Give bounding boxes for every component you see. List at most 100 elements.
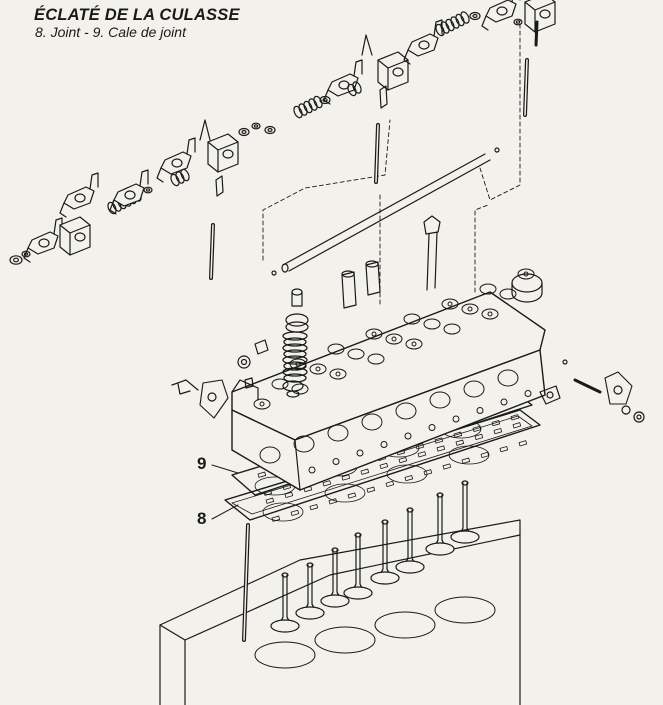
diagram-subtitle: 8. Joint - 9. Cale de joint xyxy=(35,24,186,41)
rocker-arm xyxy=(403,19,443,65)
gasket-hole xyxy=(398,457,408,464)
gasket-hole xyxy=(434,437,444,444)
seat-center xyxy=(467,306,473,312)
seat-center xyxy=(391,336,397,342)
washer-hole xyxy=(267,127,273,133)
gasket-hole xyxy=(385,480,395,487)
seat-center xyxy=(487,311,493,317)
gasket-hole xyxy=(518,440,528,447)
valve-seat xyxy=(367,353,385,365)
rocker-arm xyxy=(109,169,149,215)
engine-block xyxy=(159,519,521,705)
head-bolt-hole xyxy=(308,466,316,474)
head-bolt-hole xyxy=(380,441,388,448)
valve-seat xyxy=(309,363,327,375)
valve-seat xyxy=(365,328,383,340)
gasket-hole xyxy=(510,414,520,421)
gasket-hole xyxy=(263,489,273,496)
block-cylinder-bores xyxy=(254,596,496,669)
shaft-spring-coil xyxy=(440,21,450,34)
washer xyxy=(251,122,261,130)
spring-coil xyxy=(283,349,307,359)
gasket-hole xyxy=(436,445,446,452)
callout-8-label: 8 xyxy=(197,509,206,528)
head-port xyxy=(259,446,281,464)
gasket-hole xyxy=(360,468,370,475)
shaft-spring-coil xyxy=(293,105,303,119)
gasket-hole xyxy=(404,475,414,482)
valve-seat xyxy=(479,283,497,295)
head-bolt xyxy=(423,215,441,291)
seat-center xyxy=(335,371,341,377)
valve-seat xyxy=(423,318,441,330)
washer-hole xyxy=(145,188,151,192)
rocker-arm xyxy=(481,0,521,31)
valve-seat xyxy=(461,303,479,315)
head-bolt-hole xyxy=(524,390,532,397)
head-port xyxy=(395,402,417,420)
washer-hole xyxy=(253,124,259,128)
head-bolt-hole xyxy=(476,407,484,414)
spring-coil xyxy=(283,361,307,371)
valve-seat xyxy=(517,268,535,280)
head-port xyxy=(463,380,485,398)
rocker-arm xyxy=(23,217,63,263)
core-plug xyxy=(511,273,543,303)
head-port xyxy=(327,424,349,442)
shaft-spring-coil xyxy=(460,11,470,24)
head-port xyxy=(361,413,383,431)
valve-spring-assembly xyxy=(282,288,309,398)
washer xyxy=(238,127,250,137)
spring-coil xyxy=(282,331,308,341)
valve-guides xyxy=(341,260,381,309)
rocker-arm xyxy=(59,172,99,218)
gasket-hole xyxy=(415,443,425,450)
alignment-leader-lines xyxy=(262,19,521,306)
valves xyxy=(270,480,480,633)
small-hardware xyxy=(237,339,269,389)
gasket-bore xyxy=(448,445,490,465)
shaft-spring-coil xyxy=(170,173,180,187)
washer xyxy=(21,250,31,258)
spring-coil xyxy=(283,373,307,383)
shaft-spring-coil xyxy=(445,18,455,32)
shaft-spring-coil xyxy=(180,168,190,182)
gasket-hole xyxy=(493,428,503,435)
rocker-bracket xyxy=(59,216,91,256)
valve xyxy=(450,480,480,544)
adjuster-screw xyxy=(361,34,373,56)
washer-hole xyxy=(241,129,247,135)
gasket-hole xyxy=(309,504,319,511)
gasket-hole xyxy=(379,462,389,469)
gasket-hole xyxy=(472,425,482,432)
callout-8: 8 xyxy=(197,504,239,528)
head-bolt-hole xyxy=(356,449,364,457)
valve xyxy=(320,547,350,608)
valve-seat xyxy=(441,298,459,310)
head-bolt-hole xyxy=(500,398,508,406)
gasket-hole xyxy=(290,509,300,516)
valve-seat xyxy=(271,378,289,390)
callout-9: 9 xyxy=(197,454,239,474)
shaft-spring-coil xyxy=(298,103,308,116)
rocker-nut xyxy=(379,85,388,109)
washer-hole xyxy=(13,257,20,263)
gasket-hole xyxy=(455,439,465,446)
shaft-spring-coil xyxy=(175,171,185,184)
washer-hole xyxy=(515,20,521,24)
gasket-hole xyxy=(442,463,452,470)
gasket-hole xyxy=(480,451,490,458)
seat-center xyxy=(447,301,453,307)
washer xyxy=(513,18,523,26)
spring-coil xyxy=(282,355,308,365)
gasket-hole xyxy=(257,471,267,478)
gasket-hole xyxy=(461,457,471,464)
head-bolt-hole xyxy=(332,458,340,465)
gasket-hole xyxy=(322,480,332,487)
spring-coil xyxy=(282,343,308,353)
rocker-studs xyxy=(209,20,539,280)
cylinder-head xyxy=(171,268,645,491)
gasket-bore xyxy=(262,502,304,522)
valve-seat xyxy=(403,313,421,325)
